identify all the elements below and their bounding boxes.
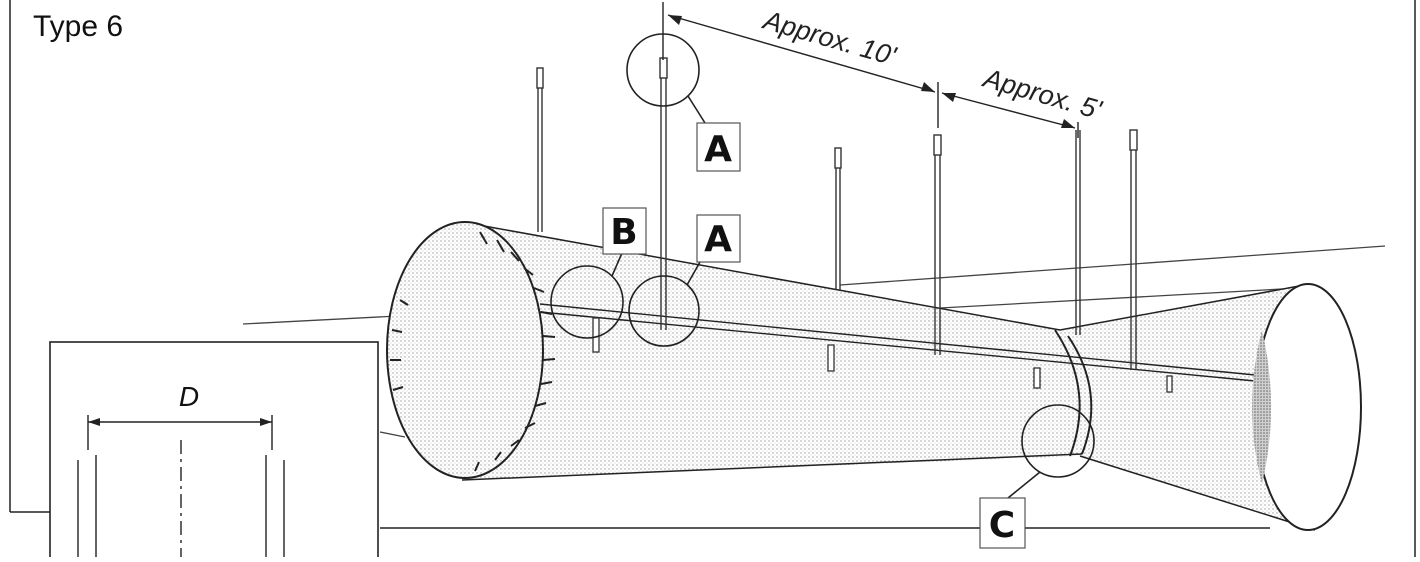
- left-end-opening: [386, 221, 556, 479]
- svg-text:B: B: [610, 212, 637, 253]
- hanger-rod-6: [1129, 129, 1138, 370]
- callout-circle-c: [1021, 404, 1095, 478]
- pipe-supports: [592, 317, 1173, 393]
- dimension-lines: [662, 2, 1079, 138]
- callout-circle-b: [550, 265, 624, 339]
- callout-label-a-top: A: [696, 122, 741, 172]
- hanger-rod-1: [536, 67, 544, 232]
- hanger-rod-3: [834, 147, 842, 290]
- diameter-label: D: [179, 381, 199, 412]
- hanger-rod-5: [1075, 130, 1081, 335]
- right-end-opening: [1252, 283, 1362, 531]
- svg-text:A: A: [704, 219, 732, 260]
- callout-label-a-mid: A: [696, 214, 741, 263]
- reference-lines: [242, 245, 1386, 438]
- svg-text:C: C: [989, 505, 1015, 546]
- joint-collar: [1054, 329, 1093, 457]
- callout-circle-a-mid: [628, 275, 700, 347]
- hanger-rod-2: [659, 57, 668, 330]
- outer-frame: [9, 0, 1416, 557]
- callout-label-b: B: [602, 207, 647, 255]
- dimension-label-approx-5: Approx. 5': [978, 62, 1105, 125]
- hanger-rods: [536, 57, 1138, 370]
- pipe-body: [461, 221, 1316, 531]
- svg-text:A: A: [704, 129, 732, 170]
- callout-circle-a-top: [626, 33, 700, 107]
- diameter-inset: D: [49, 341, 379, 562]
- hanger-rod-4: [933, 134, 942, 355]
- callout-circles: [550, 33, 1095, 499]
- callout-label-c: C: [979, 497, 1026, 549]
- diagram-title: Type 6: [33, 10, 123, 43]
